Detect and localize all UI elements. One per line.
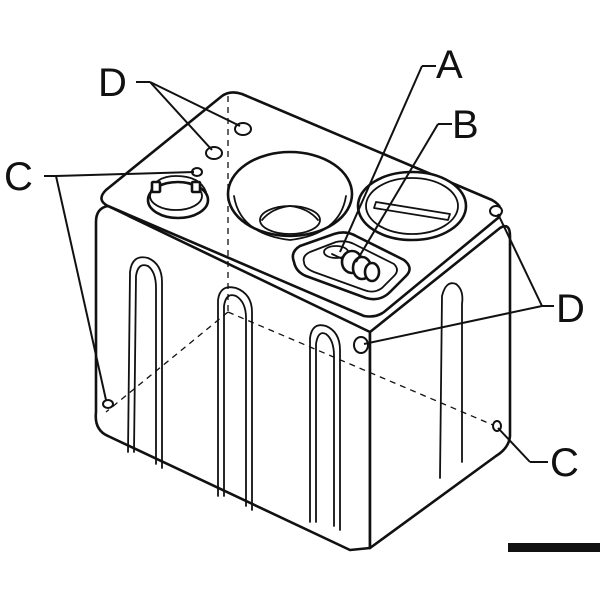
holes	[102, 122, 503, 432]
label-d-top: D	[98, 61, 127, 105]
callout-labels: A B D C D C	[4, 43, 585, 485]
leader-lines	[44, 65, 554, 463]
label-c-left: C	[4, 155, 33, 199]
hole-d-corner	[489, 205, 503, 217]
top-features	[146, 150, 468, 301]
label-d-right: D	[556, 287, 585, 331]
scale-bar	[508, 543, 600, 552]
label-b: B	[452, 103, 479, 147]
hole-d-top-2	[205, 146, 223, 160]
label-a: A	[436, 43, 463, 87]
label-c-right: C	[550, 441, 579, 485]
hole-d-side	[353, 336, 369, 354]
hidden-edges	[105, 96, 501, 429]
side-groove	[439, 282, 464, 479]
hole-c-left	[102, 399, 114, 409]
front-grooves	[127, 256, 341, 531]
